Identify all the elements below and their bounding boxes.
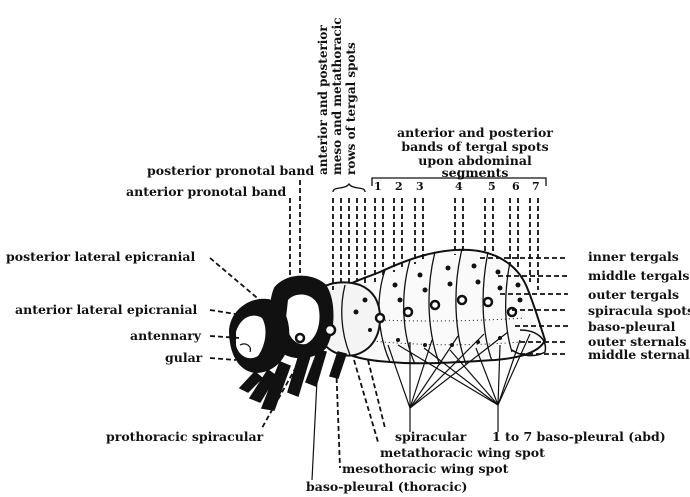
label-spiracula-spots: spiracula spots <box>588 304 690 318</box>
label-baso-pleural-abd: 1 to 7 baso-pleural (abd) <box>492 430 666 444</box>
segment-number: 6 <box>512 180 520 193</box>
segment-number: 2 <box>395 180 403 193</box>
label-posterior-pronotal-band: posterior pronotal band <box>147 164 314 178</box>
label-baso-pleural-thoracic: baso-pleural (thoracic) <box>306 480 467 494</box>
label-middle-tergals: middle tergals <box>588 269 689 283</box>
label-prothoracic-spiracular: prothoracic spiracular <box>106 430 263 444</box>
segment-number: 7 <box>532 180 540 193</box>
segment-number: 4 <box>455 180 463 193</box>
segment-number: 5 <box>488 180 496 193</box>
segment-number: 3 <box>416 180 424 193</box>
label-outer-tergals: outer tergals <box>588 288 679 302</box>
label-posterior-lateral-epicranial: posterior lateral epicranial <box>6 250 195 264</box>
label-inner-tergals: inner tergals <box>588 250 679 264</box>
label-anterior-pronotal-band: anterior pronotal band <box>126 185 286 199</box>
label-middle-sternals: middle sternals <box>588 348 690 362</box>
label-spiracular: spiracular <box>395 430 466 444</box>
label-gular: gular <box>165 351 202 365</box>
vertical-label-line2: meso and metathoracic <box>331 17 344 175</box>
label-metathoracic-wing-spot: metathoracic wing spot <box>380 446 545 460</box>
segment-number: 1 <box>374 180 382 193</box>
top-label-line4: segments <box>380 166 570 180</box>
vertical-label-line1: anterior and posterior <box>317 25 330 175</box>
top-label-line1: anterior and posterior <box>380 126 570 140</box>
label-baso-pleural: baso-pleural <box>588 320 675 334</box>
label-antennary: antennary <box>130 329 201 343</box>
label-anterior-lateral-epicranial: anterior lateral epicranial <box>15 303 197 317</box>
top-label-line2: bands of tergal spots <box>380 140 570 154</box>
label-mesothoracic-wing-spot: mesothoracic wing spot <box>342 462 508 476</box>
vertical-label-line3: rows of tergal spots <box>345 42 358 175</box>
